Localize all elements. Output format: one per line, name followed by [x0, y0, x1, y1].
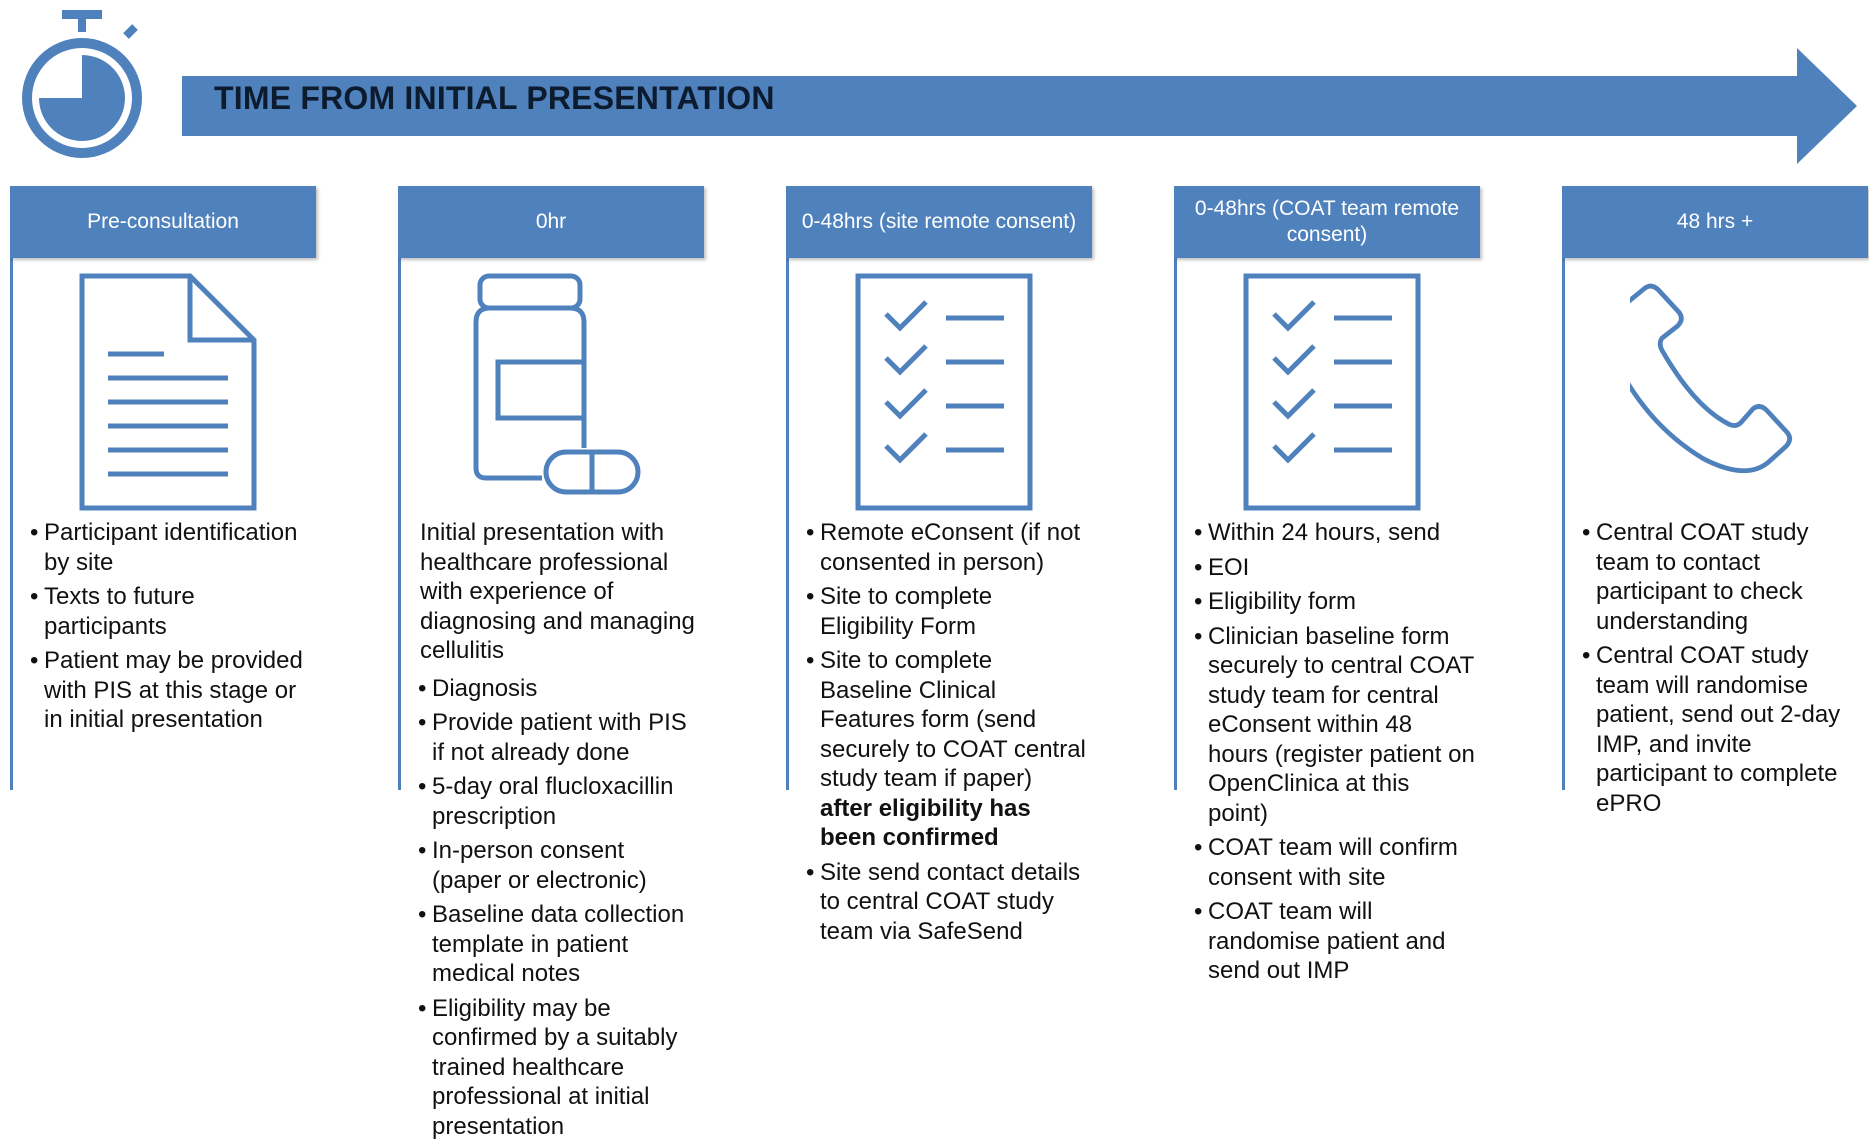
- stage-header: 0hr: [398, 186, 704, 258]
- column-divider: [1174, 256, 1177, 790]
- bullet-list: Diagnosis Provide patient with PIS if no…: [418, 674, 700, 1142]
- bullet-emphasis: after eligibility has been confirmed: [820, 794, 1031, 852]
- bullet-item: Clinician baseline form securely to cent…: [1194, 622, 1476, 829]
- timeline-title: TIME FROM INITIAL PRESENTATION: [214, 80, 775, 116]
- column-divider: [786, 256, 789, 790]
- bullet-item: Site to complete Baseline Clinical Featu…: [806, 646, 1088, 853]
- column-divider: [398, 256, 401, 790]
- stage-body: Central COAT study team to contact parti…: [1582, 518, 1864, 823]
- bullet-text: Site to complete Baseline Clinical Featu…: [820, 647, 1086, 792]
- stage-body: Within 24 hours, send EOI Eligibility fo…: [1194, 518, 1476, 991]
- bullet-list: Central COAT study team to contact parti…: [1582, 518, 1864, 818]
- document-icon: [78, 272, 258, 512]
- bullet-list: Participant identification by site Texts…: [30, 518, 312, 735]
- column-divider: [1562, 256, 1565, 790]
- bullet-item: Patient may be provided with PIS at this…: [30, 646, 312, 735]
- bullet-item: Central COAT study team will randomise p…: [1582, 641, 1864, 818]
- bullet-item: Eligibility form: [1194, 587, 1476, 617]
- stage-header: 0-48hrs (COAT team remote consent): [1174, 186, 1480, 258]
- timeline-arrow-shape: [182, 48, 1857, 164]
- stage-header: 0-48hrs (site remote consent): [786, 186, 1092, 258]
- timeline-arrow: TIME FROM INITIAL PRESENTATION: [0, 0, 1869, 170]
- bullet-item: Provide patient with PIS if not already …: [418, 708, 700, 767]
- bullet-item: Diagnosis: [418, 674, 700, 704]
- stage-site-remote-consent: 0-48hrs (site remote consent) Remote eCo…: [786, 186, 1092, 1136]
- bullet-item: Baseline data collection template in pat…: [418, 900, 700, 989]
- bullet-item: Remote eConsent (if not consented in per…: [806, 518, 1088, 577]
- bullet-list: Within 24 hours, send EOI Eligibility fo…: [1194, 518, 1476, 986]
- stage-48hrs-plus: 48 hrs + Central COAT study team to cont…: [1562, 186, 1868, 1136]
- phone-icon: [1609, 272, 1810, 512]
- pill-bottle-icon: [466, 272, 646, 512]
- bullet-item: In-person consent (paper or electronic): [418, 836, 700, 895]
- checklist-icon: [1242, 272, 1422, 512]
- bullet-item: Eligibility may be confirmed by a suitab…: [418, 994, 700, 1142]
- stage-header: 48 hrs +: [1562, 186, 1868, 258]
- bullet-item: Site send contact details to central COA…: [806, 858, 1088, 947]
- bullet-item: Texts to future participants: [30, 582, 312, 641]
- bullet-item: COAT team will confirm consent with site: [1194, 833, 1476, 892]
- checklist-icon: [854, 272, 1034, 512]
- bullet-item: Central COAT study team to contact parti…: [1582, 518, 1864, 636]
- bullet-item: Participant identification by site: [30, 518, 312, 577]
- bullet-item: Site to complete Eligibility Form: [806, 582, 1088, 641]
- bullet-item: Within 24 hours, send: [1194, 518, 1476, 548]
- stage-body: Participant identification by site Texts…: [30, 518, 312, 740]
- stage-coat-remote-consent: 0-48hrs (COAT team remote consent) Withi…: [1174, 186, 1480, 1136]
- stage-pre-consultation: Pre-consultation Participant identificat…: [10, 186, 316, 1136]
- stage-intro: Initial presentation with healthcare pro…: [420, 519, 695, 664]
- stopwatch-icon: [22, 10, 142, 158]
- bullet-item: EOI: [1194, 553, 1476, 583]
- stage-header: Pre-consultation: [10, 186, 316, 258]
- stage-0hr: 0hr Initial presentation with healthcare…: [398, 186, 704, 1140]
- bullet-item: COAT team will randomise patient and sen…: [1194, 897, 1476, 986]
- stage-body: Initial presentation with healthcare pro…: [418, 518, 700, 1146]
- bullet-list: Remote eConsent (if not consented in per…: [806, 518, 1088, 946]
- bullet-item: 5-day oral flucloxacillin prescription: [418, 772, 700, 831]
- stage-body: Remote eConsent (if not consented in per…: [806, 518, 1088, 951]
- column-divider: [10, 256, 13, 790]
